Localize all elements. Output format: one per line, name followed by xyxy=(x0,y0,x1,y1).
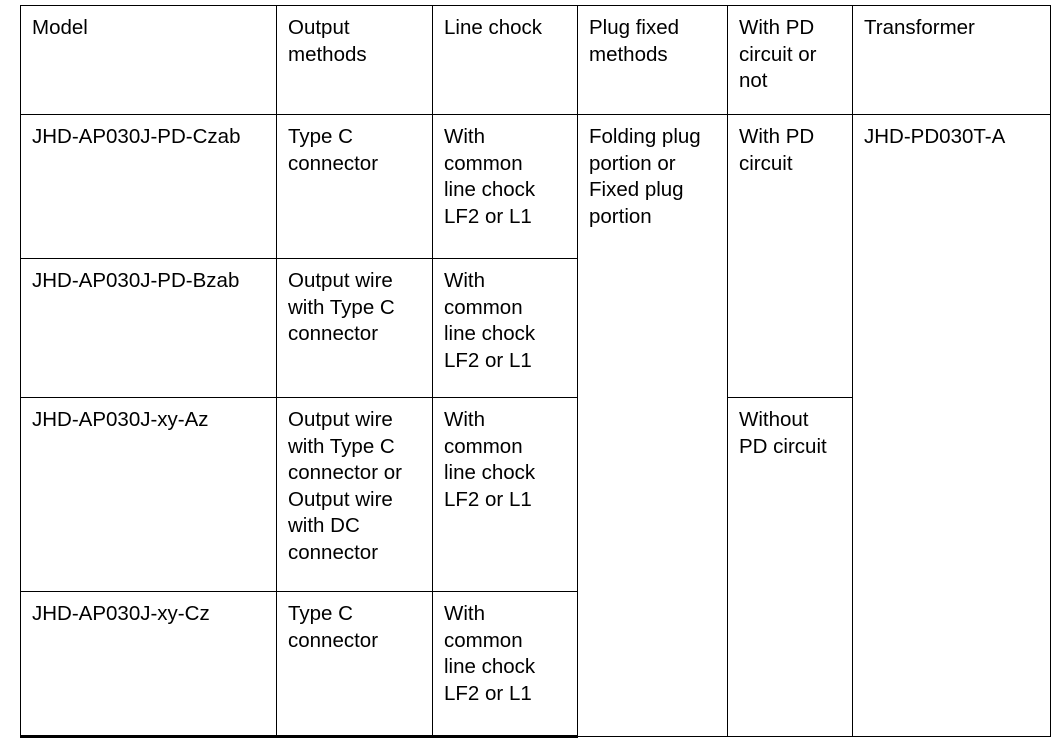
table-header-row: Model Output methods Line chock Plug fix… xyxy=(20,5,1051,115)
cell-pd-circuit: Without PD circuit xyxy=(727,397,853,737)
cell-pd-circuit: With PD circuit xyxy=(727,114,853,398)
column-header-model: Model xyxy=(20,5,277,115)
column-header-output: Output methods xyxy=(276,5,433,115)
cell-model: JHD-AP030J-xy-Az xyxy=(20,397,277,592)
cell-output: Type C connector xyxy=(276,114,433,259)
cell-line-chock: With common line chock LF2 or L1 xyxy=(432,591,578,738)
cell-plug-fixed: Folding plug portion or Fixed plug porti… xyxy=(577,114,728,737)
cell-output: Type C connector xyxy=(276,591,433,738)
table-row: JHD-AP030J-PD-Bzab Output wire with Type… xyxy=(20,258,1051,398)
cell-line-chock: With common line chock LF2 or L1 xyxy=(432,258,578,398)
product-specification-table: Model Output methods Line chock Plug fix… xyxy=(20,5,1051,738)
cell-model: JHD-AP030J-PD-Bzab xyxy=(20,258,277,398)
column-header-pd-circuit: With PD circuit or not xyxy=(727,5,853,115)
cell-model: JHD-AP030J-xy-Cz xyxy=(20,591,277,738)
cell-transformer: JHD-PD030T-A xyxy=(852,114,1051,737)
document-page: Model Output methods Line chock Plug fix… xyxy=(20,5,1051,738)
cell-line-chock: With common line chock LF2 or L1 xyxy=(432,397,578,592)
cell-output: Output wire with Type C connector or Out… xyxy=(276,397,433,592)
column-header-transformer: Transformer xyxy=(852,5,1051,115)
column-header-line-chock: Line chock xyxy=(432,5,578,115)
table-row: JHD-AP030J-xy-Az Output wire with Type C… xyxy=(20,397,1051,737)
table-row: JHD-AP030J-PD-Czab Type C connector With… xyxy=(20,114,1051,737)
cell-output: Output wire with Type C connector xyxy=(276,258,433,398)
column-header-plug-fixed: Plug fixed methods xyxy=(577,5,728,115)
cell-model: JHD-AP030J-PD-Czab xyxy=(20,114,277,259)
cell-line-chock: With common line chock LF2 or L1 xyxy=(432,114,578,259)
